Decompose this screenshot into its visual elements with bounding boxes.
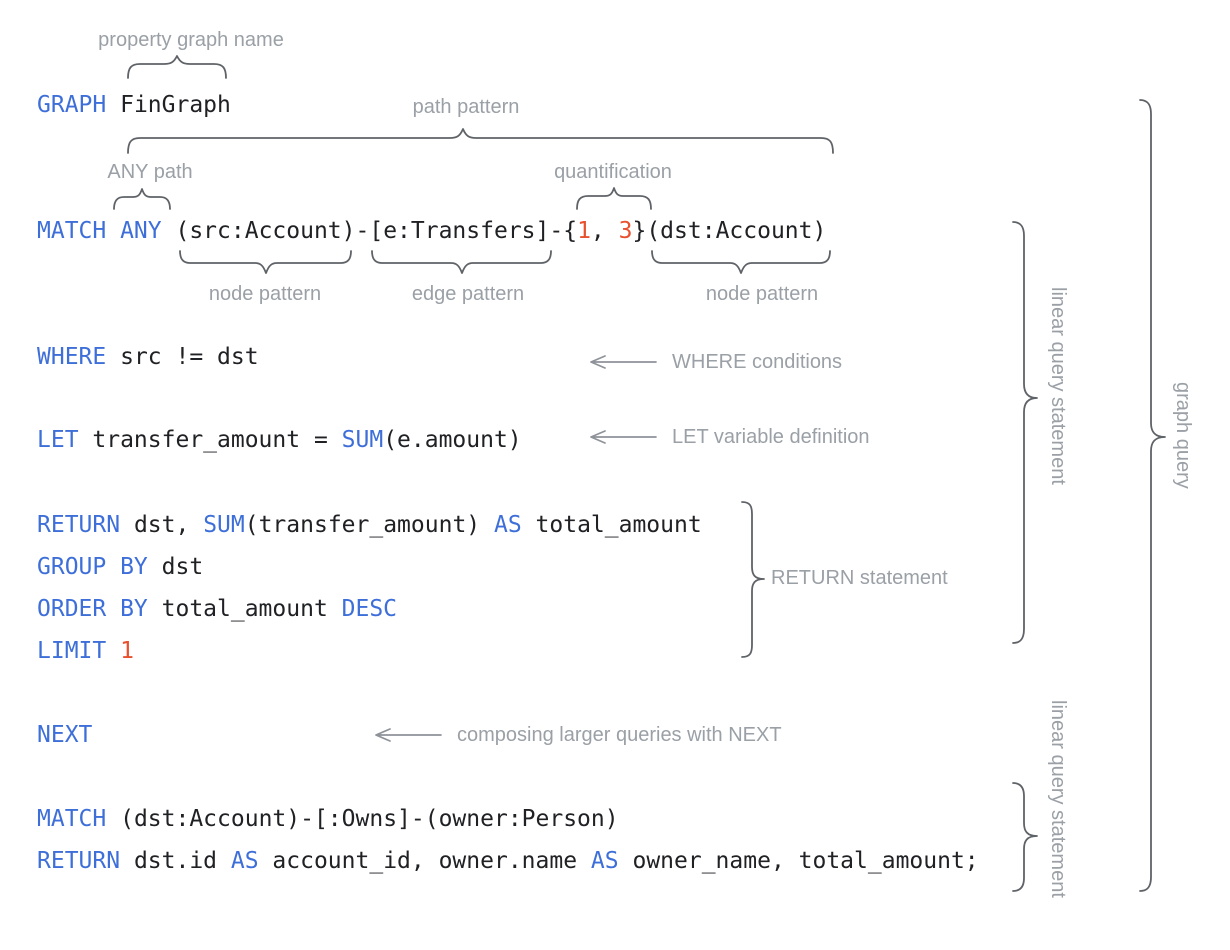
- code-token: ,: [590, 218, 619, 244]
- code-token: RETURN: [37, 512, 134, 538]
- label-path-pattern: path pattern: [412, 96, 520, 118]
- code-token: ORDER BY: [37, 596, 162, 622]
- code-token: SUM: [203, 512, 245, 538]
- code-token: (transfer_amount): [244, 512, 494, 538]
- code-token: GRAPH: [37, 92, 121, 118]
- label-property-graph-name: property graph name: [98, 29, 284, 51]
- code-line-return: RETURN dst, SUM(transfer_amount) AS tota…: [37, 511, 702, 539]
- code-token: total_amount: [161, 596, 342, 622]
- code-token: AS: [230, 848, 273, 874]
- code-token: AS: [493, 512, 536, 538]
- label-any-path: ANY path: [107, 161, 193, 183]
- code-token: dst: [161, 554, 204, 580]
- code-line-group-by: GROUP BY dst: [37, 553, 203, 581]
- code-token: }(dst:Account): [632, 218, 827, 244]
- brace-any-path: [113, 188, 171, 210]
- code-token: NEXT: [37, 722, 93, 748]
- code-token: SUM: [341, 427, 384, 453]
- label-where-conditions: WHERE conditions: [672, 351, 843, 373]
- code-line-let: LET transfer_amount = SUM(e.amount): [37, 426, 522, 454]
- label-composing-next: composing larger queries with NEXT: [457, 724, 782, 746]
- code-line-return-2: RETURN dst.id AS account_id, owner.name …: [37, 847, 979, 875]
- label-node-pattern-left: node pattern: [208, 283, 322, 305]
- code-token: FinGraph: [120, 92, 231, 118]
- code-token: LIMIT: [37, 638, 121, 664]
- code-token: owner_name, total_amount;: [632, 848, 979, 874]
- label-edge-pattern: edge pattern: [411, 283, 525, 305]
- code-token: src != dst: [120, 344, 259, 370]
- code-token: RETURN: [37, 848, 134, 874]
- code-line-match-2: MATCH (dst:Account)-[:Owns]-(owner:Perso…: [37, 805, 619, 833]
- code-line-match: MATCH ANY (src:Account)-[e:Transfers]-{1…: [37, 217, 826, 245]
- label-graph-query: graph query: [1172, 382, 1194, 489]
- code-token: (e.amount): [383, 427, 522, 453]
- code-token: 1: [577, 218, 591, 244]
- arrow-composing-next: [375, 728, 442, 742]
- code-token: transfer_amount =: [92, 427, 342, 453]
- brace-linear-query-bottom: [1012, 782, 1038, 892]
- code-token: GROUP BY: [37, 554, 162, 580]
- code-token: LET: [37, 427, 93, 453]
- code-token: 1: [120, 638, 134, 664]
- code-line-where: WHERE src != dst: [37, 343, 259, 371]
- code-token: total_amount: [535, 512, 702, 538]
- brace-graph-query: [1139, 99, 1166, 892]
- brace-property-graph-name: [127, 55, 227, 79]
- code-token: DESC: [341, 596, 398, 622]
- code-line-order-by: ORDER BY total_amount DESC: [37, 595, 397, 623]
- code-token: (src:Account)-[e:Transfers]-{: [175, 218, 578, 244]
- label-linear-query-statement-bottom: linear query statement: [1047, 700, 1069, 898]
- code-line-limit: LIMIT 1: [37, 637, 134, 665]
- brace-linear-query-top: [1012, 221, 1038, 644]
- brace-return-statement: [741, 501, 765, 658]
- label-let-variable-definition: LET variable definition: [672, 426, 870, 448]
- brace-node-pattern-right: [651, 250, 831, 274]
- code-token: MATCH: [37, 806, 121, 832]
- brace-node-pattern-left: [179, 250, 352, 274]
- brace-quantification: [576, 187, 652, 210]
- code-token: dst,: [133, 512, 204, 538]
- label-return-statement: RETURN statement: [771, 567, 948, 589]
- code-token: 3: [618, 218, 633, 244]
- code-token: dst.id: [133, 848, 231, 874]
- brace-path-pattern: [127, 128, 834, 154]
- code-token: MATCH ANY: [37, 218, 176, 244]
- brace-edge-pattern: [371, 250, 552, 274]
- arrow-where-conditions: [590, 355, 657, 369]
- code-token: AS: [590, 848, 633, 874]
- label-node-pattern-right: node pattern: [705, 283, 819, 305]
- label-quantification: quantification: [554, 161, 672, 183]
- code-token: WHERE: [37, 344, 121, 370]
- code-token: (dst:Account)-[:Owns]-(owner:Person): [120, 806, 619, 832]
- code-token: account_id, owner.name: [272, 848, 591, 874]
- code-line-graph: GRAPH FinGraph: [37, 91, 231, 119]
- label-linear-query-statement-top: linear query statement: [1047, 287, 1069, 485]
- code-line-next: NEXT: [37, 721, 92, 749]
- arrow-let-variable: [590, 430, 657, 444]
